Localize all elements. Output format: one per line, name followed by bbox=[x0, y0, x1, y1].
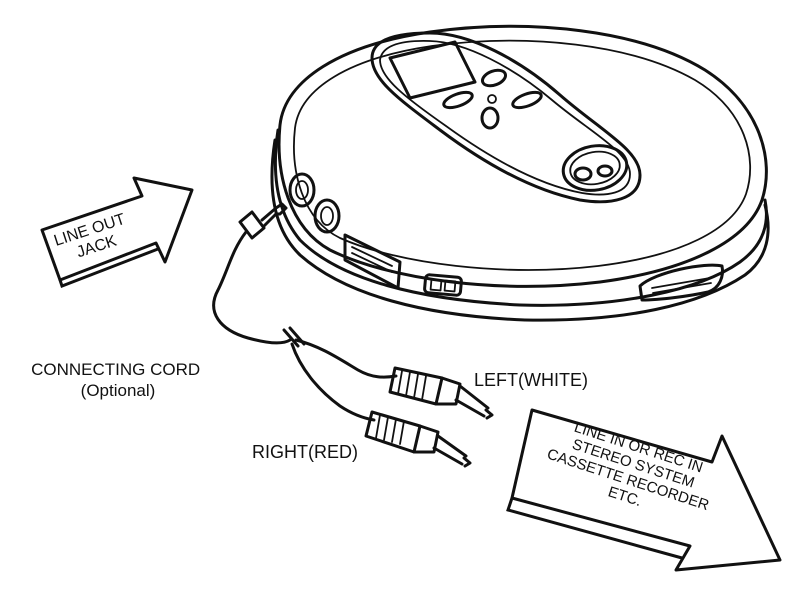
arrow-right-icon bbox=[510, 408, 782, 572]
connecting-cord-label: CONNECTING CORD (Optional) bbox=[31, 360, 205, 400]
right-red-label: RIGHT(RED) bbox=[252, 442, 358, 462]
arrow-right-icon bbox=[40, 176, 194, 282]
line-out-arrow: LINE OUT JACK bbox=[40, 176, 194, 288]
left-white-label: LEFT(WHITE) bbox=[474, 370, 588, 390]
red-rca-plug-icon bbox=[364, 410, 472, 468]
portable-cd-player-icon bbox=[270, 24, 770, 322]
rca-cable-icon bbox=[212, 202, 494, 468]
line-in-arrow: LINE IN OR REC IN STEREO SYSTEM CASSETTE… bbox=[506, 408, 782, 572]
white-rca-plug-icon bbox=[388, 366, 494, 420]
